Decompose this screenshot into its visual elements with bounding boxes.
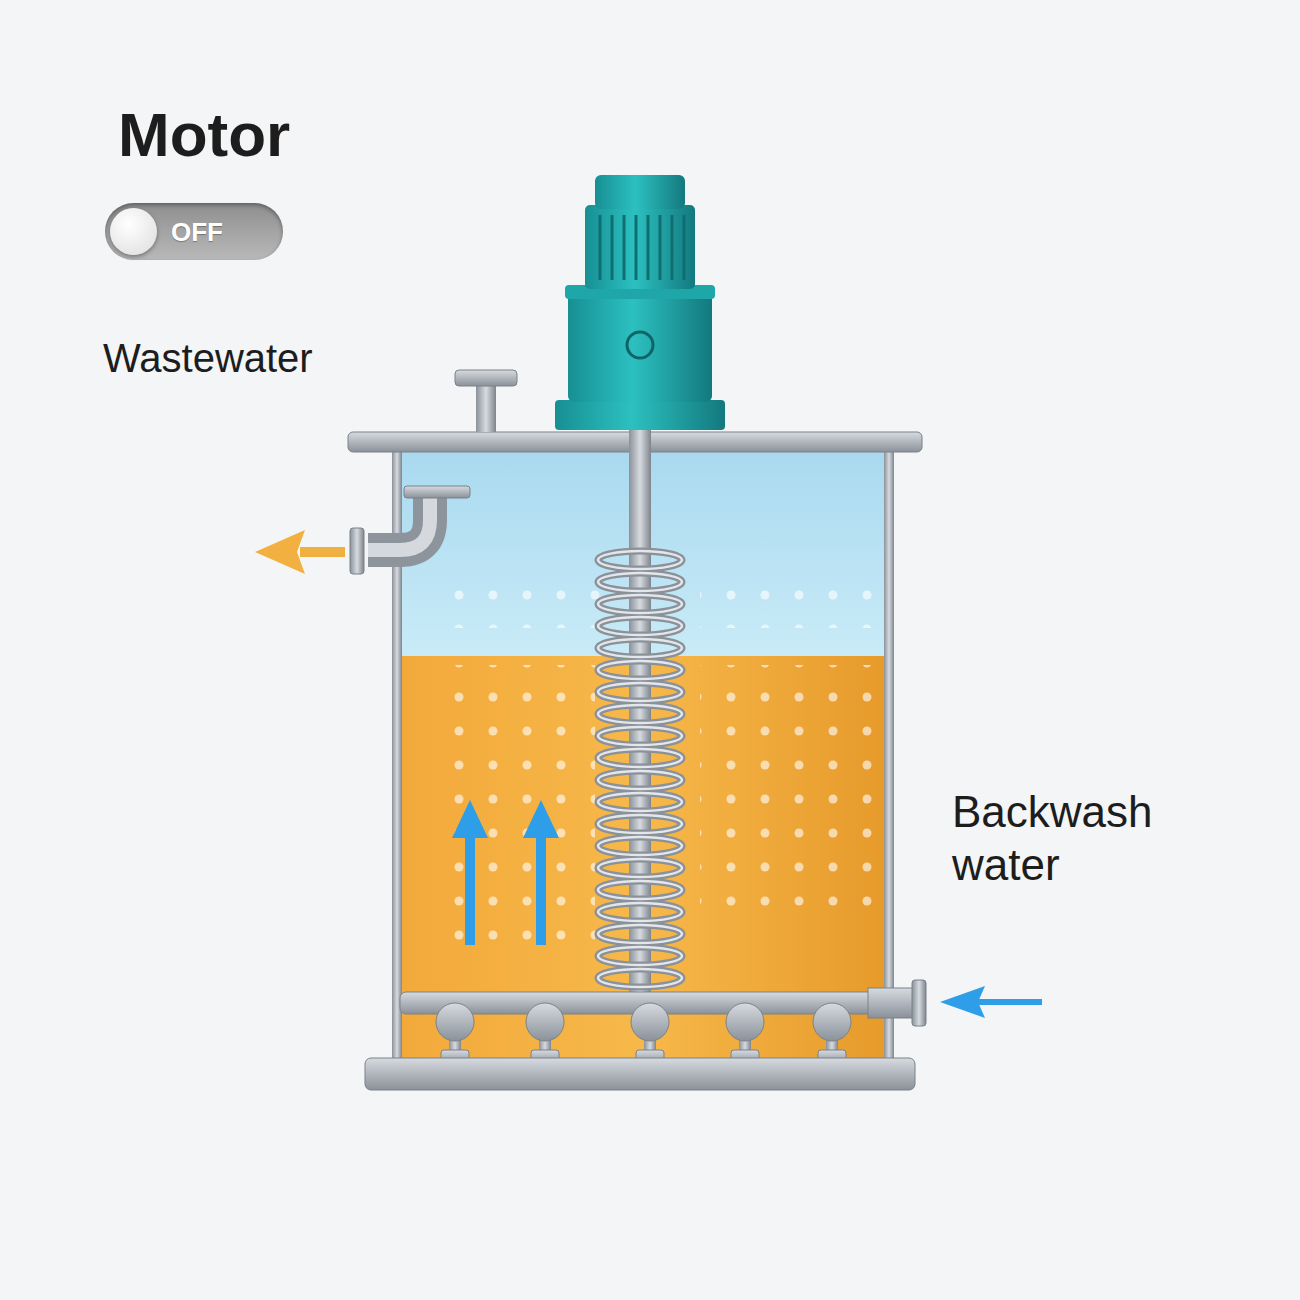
spring-coil-highlight	[598, 969, 682, 987]
bubbles	[440, 580, 600, 628]
spring-coil	[598, 683, 682, 701]
spring-coil	[598, 573, 682, 591]
spring-coil-highlight	[598, 595, 682, 613]
motor	[555, 175, 725, 430]
toggle-knob	[110, 208, 157, 255]
spring-coil	[598, 925, 682, 943]
spring-coil	[598, 815, 682, 833]
spring-coil-highlight	[598, 639, 682, 657]
flow-label: Backwash water	[952, 786, 1202, 892]
spring-coil-highlight	[598, 749, 682, 767]
spring-coil	[598, 903, 682, 921]
tank-wall	[884, 450, 894, 1060]
spring-coil-highlight	[598, 859, 682, 877]
spring-coil-highlight	[598, 573, 682, 591]
outflow-arrow	[300, 547, 345, 557]
bubbles	[700, 580, 880, 628]
vent-pipe	[476, 384, 496, 432]
switch-state: OFF	[171, 216, 223, 247]
toggle-switch: OFF	[105, 203, 283, 260]
spring-coil-highlight	[598, 793, 682, 811]
spring-coil-highlight	[598, 551, 682, 569]
flow-label: Wastewater	[103, 334, 313, 382]
outflow-arrowhead	[255, 530, 305, 574]
inflow-arrowhead	[940, 986, 985, 1018]
spring-coil-highlight	[598, 617, 682, 635]
spring-coil	[598, 793, 682, 811]
spring-coil	[598, 617, 682, 635]
helix-spring	[598, 551, 682, 987]
media-grains	[440, 665, 595, 955]
spring-coil-highlight	[598, 771, 682, 789]
spring-coil-highlight	[598, 705, 682, 723]
spring-coil	[598, 771, 682, 789]
heading-label: Motor	[118, 98, 290, 172]
spring-coil-highlight	[598, 837, 682, 855]
spring-coil	[598, 837, 682, 855]
spring-coil-highlight	[598, 947, 682, 965]
spring-coil	[598, 551, 682, 569]
spring-coil	[598, 881, 682, 899]
spring-coil	[598, 749, 682, 767]
spring-coil	[598, 969, 682, 987]
spring-coil	[598, 705, 682, 723]
spring-coil-highlight	[598, 903, 682, 921]
elbow-flange	[404, 486, 470, 498]
spring-coil	[598, 639, 682, 657]
spring-coil	[598, 661, 682, 679]
media-grains	[700, 665, 880, 930]
spring-coil-highlight	[598, 815, 682, 833]
spring-coil-highlight	[598, 881, 682, 899]
backwash-flow-arrows	[452, 800, 559, 945]
spring-coil-highlight	[598, 661, 682, 679]
spring-coil-highlight	[598, 683, 682, 701]
spring-coil	[598, 727, 682, 745]
spring-coil	[598, 595, 682, 613]
spring-coil	[598, 947, 682, 965]
inflow-arrow	[975, 999, 1042, 1005]
base-flange	[365, 1058, 915, 1090]
vent-cap	[455, 370, 517, 386]
outlet-flange	[350, 528, 364, 574]
spring-coil-highlight	[598, 727, 682, 745]
inlet-pipe	[868, 988, 918, 1018]
spring-coil	[598, 859, 682, 877]
spring-coil-highlight	[598, 925, 682, 943]
inlet-flange	[912, 980, 926, 1026]
